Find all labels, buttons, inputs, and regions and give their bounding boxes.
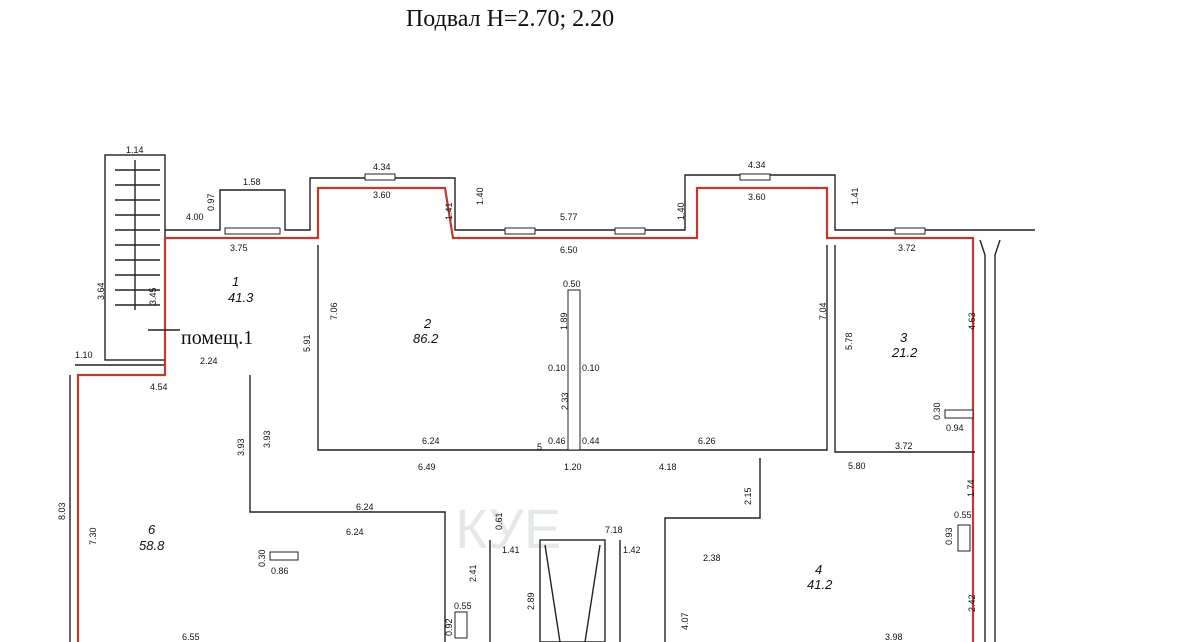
- svg-text:1.20: 1.20: [564, 462, 582, 472]
- svg-text:1.58: 1.58: [243, 177, 261, 187]
- svg-text:3.45: 3.45: [148, 287, 158, 305]
- svg-text:1.10: 1.10: [75, 350, 93, 360]
- svg-text:4.63: 4.63: [967, 312, 977, 330]
- svg-text:4.00: 4.00: [186, 212, 204, 222]
- svg-text:1.89: 1.89: [559, 312, 569, 330]
- svg-text:6.24: 6.24: [422, 436, 440, 446]
- svg-text:3.98: 3.98: [885, 632, 903, 642]
- room-1-number: 1: [232, 274, 239, 289]
- room-4-area: 41.2: [807, 577, 833, 592]
- svg-text:0.30: 0.30: [932, 402, 942, 420]
- room-3-area: 21.2: [891, 345, 918, 360]
- svg-text:7.30: 7.30: [88, 527, 98, 545]
- svg-text:1.41: 1.41: [850, 187, 860, 205]
- svg-text:3.60: 3.60: [373, 190, 391, 200]
- svg-text:0.94: 0.94: [946, 423, 964, 433]
- svg-text:6.24: 6.24: [346, 527, 364, 537]
- svg-text:0.55: 0.55: [954, 510, 972, 520]
- svg-text:4.54: 4.54: [150, 382, 168, 392]
- svg-text:0.97: 0.97: [206, 193, 216, 211]
- svg-text:0.44: 0.44: [582, 436, 600, 446]
- svg-text:4.34: 4.34: [748, 160, 766, 170]
- svg-text:7.06: 7.06: [329, 302, 339, 320]
- svg-text:5: 5: [537, 442, 542, 452]
- svg-text:1.40: 1.40: [475, 187, 485, 205]
- svg-text:0.92: 0.92: [444, 618, 454, 636]
- svg-text:1.41: 1.41: [502, 545, 520, 555]
- svg-text:2.33: 2.33: [560, 392, 570, 410]
- svg-text:0.30: 0.30: [257, 549, 267, 567]
- room-6-number: 6: [148, 522, 156, 537]
- svg-text:3.93: 3.93: [236, 438, 246, 456]
- svg-text:4.07: 4.07: [680, 612, 690, 630]
- svg-text:6.55: 6.55: [182, 632, 200, 642]
- svg-text:0.50: 0.50: [563, 279, 581, 289]
- svg-text:5.78: 5.78: [844, 332, 854, 350]
- room-3-number: 3: [900, 330, 908, 345]
- svg-text:6.50: 6.50: [560, 245, 578, 255]
- svg-text:7.04: 7.04: [818, 302, 828, 320]
- dimension-labels: 1.14 1.58 0.97 4.00 3.75 4.34 3.60 1.41 …: [57, 145, 977, 642]
- room-2-area: 86.2: [413, 331, 439, 346]
- svg-text:2.38: 2.38: [703, 553, 721, 563]
- svg-text:0.10: 0.10: [548, 363, 566, 373]
- svg-text:3.64: 3.64: [96, 282, 106, 300]
- room-6-area: 58.8: [139, 538, 165, 553]
- plan-title: Подвал Н=2.70; 2.20: [405, 6, 615, 32]
- room-2-number: 2: [423, 316, 432, 331]
- svg-text:6.24: 6.24: [356, 502, 374, 512]
- svg-text:3.72: 3.72: [895, 441, 913, 451]
- pomeshchenie-label: помещ.1: [181, 327, 253, 349]
- svg-text:1.41: 1.41: [444, 202, 454, 220]
- room-1-area: 41.3: [228, 290, 254, 305]
- watermark: КУЕ: [455, 497, 561, 560]
- svg-text:6.26: 6.26: [698, 436, 716, 446]
- outer-walls: [69, 174, 1035, 642]
- svg-text:0.93: 0.93: [944, 527, 954, 545]
- svg-text:3.75: 3.75: [230, 243, 248, 253]
- svg-text:0.46: 0.46: [548, 436, 566, 446]
- svg-text:2.42: 2.42: [967, 594, 977, 612]
- svg-text:1.40: 1.40: [676, 202, 686, 220]
- svg-text:8.03: 8.03: [57, 502, 67, 520]
- svg-text:2.24: 2.24: [200, 356, 218, 366]
- svg-text:1.42: 1.42: [623, 545, 641, 555]
- svg-text:0.10: 0.10: [582, 363, 600, 373]
- windows: [224, 173, 974, 639]
- boundary-line: [76, 186, 975, 642]
- svg-text:0.86: 0.86: [271, 566, 289, 576]
- svg-text:2.41: 2.41: [468, 564, 478, 582]
- svg-text:5.80: 5.80: [848, 461, 866, 471]
- svg-text:3.60: 3.60: [748, 192, 766, 202]
- svg-text:1.14: 1.14: [126, 145, 144, 155]
- svg-text:7.18: 7.18: [605, 525, 623, 535]
- svg-text:4.18: 4.18: [659, 462, 677, 472]
- svg-text:3.72: 3.72: [898, 243, 916, 253]
- svg-text:1.74: 1.74: [966, 479, 976, 497]
- svg-text:2.89: 2.89: [526, 592, 536, 610]
- svg-text:0.61: 0.61: [494, 512, 504, 530]
- svg-text:0.55: 0.55: [454, 601, 472, 611]
- room-4-number: 4: [815, 562, 822, 577]
- svg-text:3.93: 3.93: [262, 430, 272, 448]
- svg-text:2.15: 2.15: [743, 487, 753, 505]
- interior-walls: [249, 245, 975, 642]
- svg-text:4.34: 4.34: [373, 162, 391, 172]
- svg-text:5.77: 5.77: [560, 212, 578, 222]
- staircase: [104, 154, 166, 361]
- svg-text:6.49: 6.49: [418, 462, 436, 472]
- svg-text:5.91: 5.91: [302, 334, 312, 352]
